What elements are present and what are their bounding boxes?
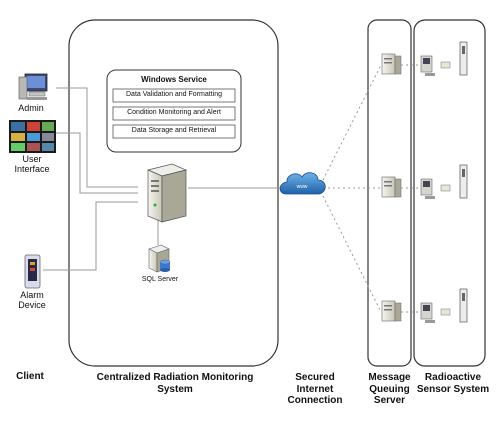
radiation-sensor-icon bbox=[420, 164, 468, 199]
service-item-box-3 bbox=[112, 124, 236, 139]
mq-server-icon bbox=[381, 176, 402, 198]
network-heading: Secured Internet Connection bbox=[287, 372, 343, 406]
mq-server-panel bbox=[367, 19, 412, 367]
cloud-text: www bbox=[297, 184, 308, 190]
mq-sensor-connectors bbox=[401, 64, 420, 313]
radiation-sensor-icon bbox=[420, 288, 468, 323]
client-connectors bbox=[43, 87, 283, 271]
alarm-device-label: Alarm Device bbox=[18, 290, 46, 311]
sql-server-label: SQL Server bbox=[141, 276, 179, 283]
user-interface-screens-icon bbox=[9, 120, 56, 153]
service-item-3: Data Storage and Retrieval bbox=[131, 127, 217, 134]
central-system-panel bbox=[68, 19, 279, 367]
admin-computer-icon bbox=[18, 73, 48, 100]
sensor-system-panel bbox=[413, 19, 486, 367]
user-interface-label: User Interface bbox=[14, 154, 50, 175]
service-item-box-2 bbox=[112, 106, 236, 121]
cloud-connectors bbox=[322, 64, 382, 313]
alarm-connector bbox=[43, 201, 138, 271]
windows-service-title: Windows Service bbox=[141, 75, 207, 84]
service-item-box-1 bbox=[112, 88, 236, 103]
central-system-heading: Centralized Radiation Monitoring System bbox=[96, 372, 254, 395]
mq-heading: Message Queuing Server bbox=[368, 372, 411, 406]
admin-label: Admin bbox=[18, 103, 44, 113]
application-server-icon bbox=[146, 163, 188, 223]
mq-server-icon bbox=[381, 300, 402, 322]
alarm-device-icon bbox=[24, 254, 41, 289]
admin-connector bbox=[56, 87, 138, 188]
mq-server-icon bbox=[381, 53, 402, 75]
sensor-system-heading: Radioactive Sensor System bbox=[416, 372, 490, 395]
cloud-to-mq-top bbox=[322, 64, 382, 181]
service-item-1: Data Validation and Formatting bbox=[126, 91, 222, 98]
service-item-2: Condition Monitoring and Alert bbox=[127, 109, 221, 116]
sql-server-database-icon bbox=[148, 244, 171, 273]
ui-connector bbox=[56, 132, 138, 194]
internet-cloud-icon: www bbox=[279, 172, 326, 195]
radiation-sensor-icon bbox=[420, 41, 468, 76]
client-heading: Client bbox=[16, 371, 44, 382]
cloud-to-mq-bottom bbox=[322, 195, 382, 313]
